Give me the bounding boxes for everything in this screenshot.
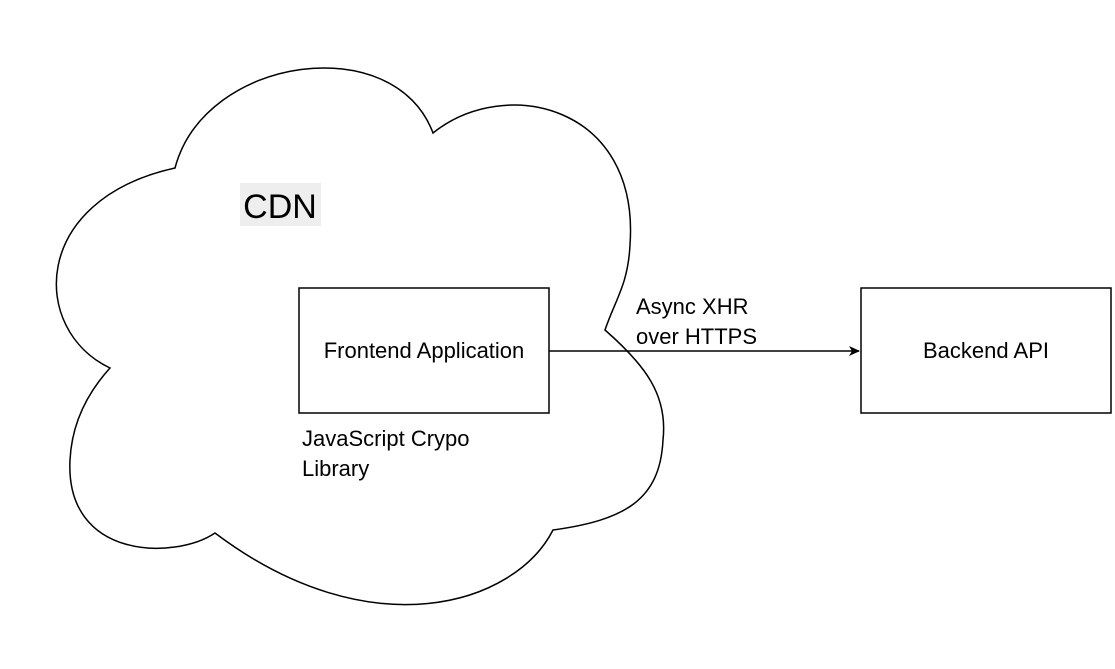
backend-api-box bbox=[860, 287, 1112, 414]
cdn-label-highlight bbox=[240, 183, 321, 226]
backend-api-label: Backend API bbox=[923, 338, 1049, 363]
connector-label-line2: over HTTPS bbox=[636, 324, 757, 349]
library-note-line1: JavaScript Crypo bbox=[302, 426, 470, 451]
frontend-application-box bbox=[298, 287, 550, 414]
cdn-label: CDN bbox=[243, 188, 317, 226]
connector-label-line1: Async XHR bbox=[636, 294, 748, 319]
library-note-line2: Library bbox=[302, 456, 369, 481]
frontend-application-label: Frontend Application bbox=[324, 338, 525, 363]
